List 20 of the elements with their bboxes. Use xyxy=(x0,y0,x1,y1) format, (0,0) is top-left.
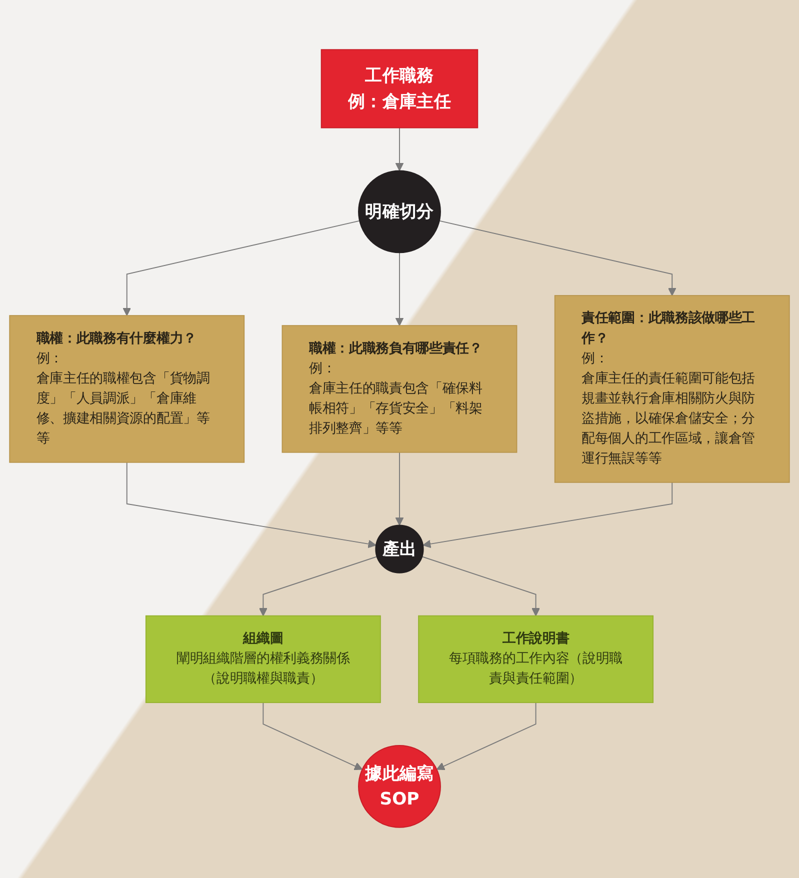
node-box: 工作職務 例：倉庫主任 xyxy=(320,50,478,129)
node-circle: 產出 xyxy=(375,525,424,574)
arrow xyxy=(422,556,540,617)
node-box: 組織圖 闡明組織階層的權利義務關係（說明職權與職責） xyxy=(145,616,381,704)
arrow xyxy=(122,220,360,316)
arrow xyxy=(395,252,404,326)
arrow xyxy=(262,702,363,771)
node-circle: 據此編寫 SOP xyxy=(358,745,441,828)
node-box: 職權：此職務有什麼權力？ 例： 倉庫主任的職權包含「貨物調度」「人員調派」「倉庫維修、擴建相關資源的配置」等等 xyxy=(9,316,245,464)
arrow xyxy=(422,482,673,549)
arrow xyxy=(436,702,536,771)
arrow xyxy=(395,128,404,172)
arrow xyxy=(438,220,676,296)
arrow xyxy=(126,462,376,549)
node-box: 職權：此職務負有哪些責任？ 例： 倉庫主任的職責包含「確保料帳相符」「存貨安全」「料架排列整齊」等等 xyxy=(282,326,518,454)
node-box: 責任範圍：此職務該做哪些工作？ 例： 倉庫主任的責任範圍可能包括規畫並執行倉庫相關防火與防盜措施，以確保倉儲安全；分配每個人的工作區域，讓倉管運行無誤等等 xyxy=(554,296,790,484)
node-box: 工作說明書 每項職務的工作內容（說明職責與責任範圍） xyxy=(418,616,654,704)
node-circle: 明確切分 xyxy=(358,170,441,254)
arrow xyxy=(259,556,378,617)
arrow xyxy=(395,452,404,526)
